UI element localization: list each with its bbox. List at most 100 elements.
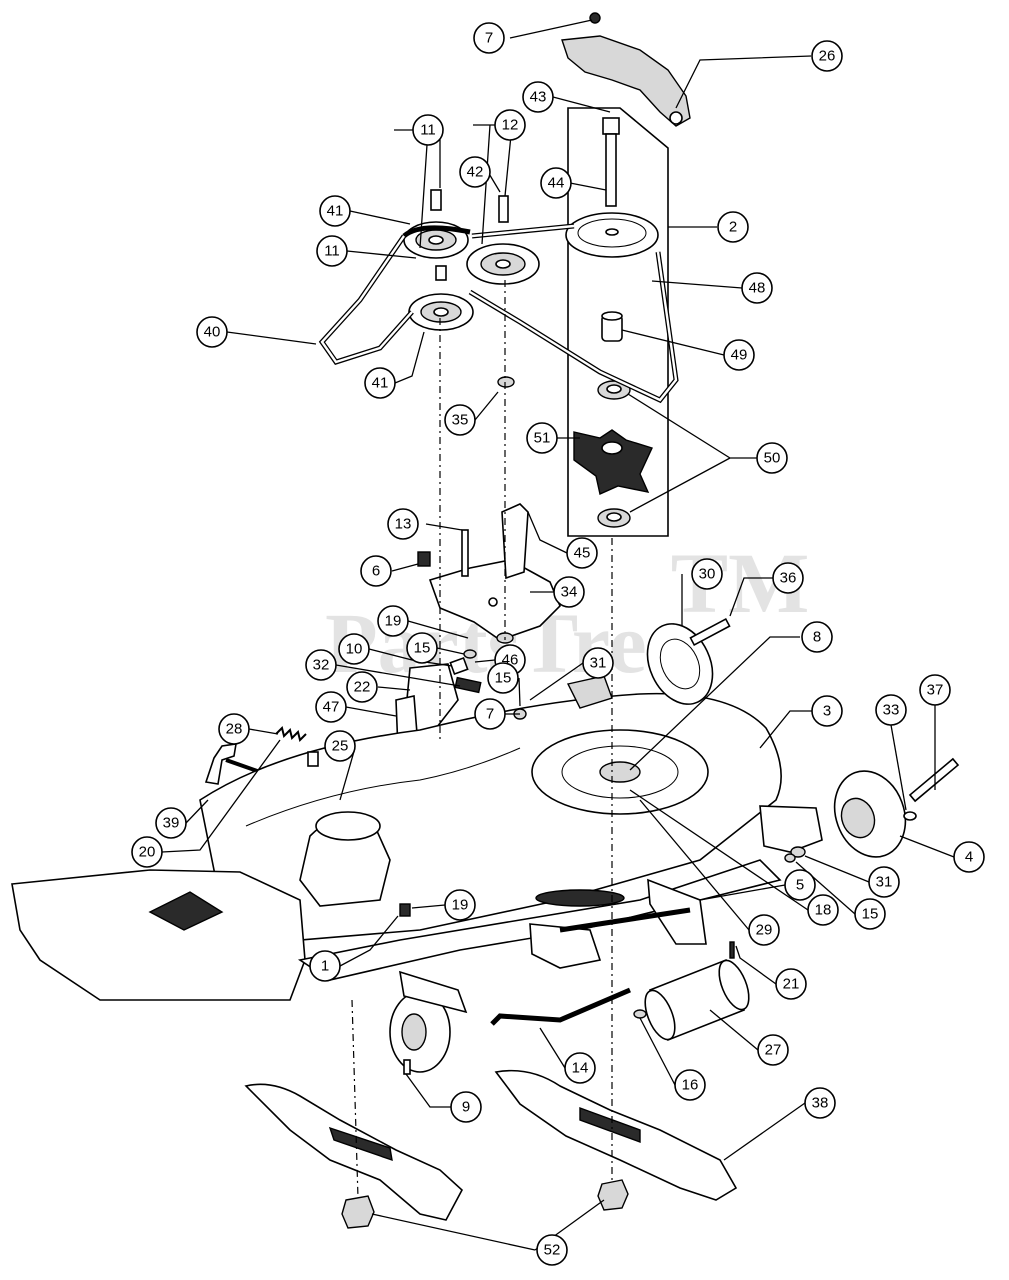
callout-45: 45 xyxy=(566,537,598,569)
svg-text:18: 18 xyxy=(815,902,832,919)
callout-5: 5 xyxy=(784,869,816,901)
svg-text:26: 26 xyxy=(819,48,836,65)
callout-40: 40 xyxy=(196,316,228,348)
blade-adapter-left xyxy=(341,1195,375,1229)
callout-3: 3 xyxy=(811,695,843,727)
svg-text:15: 15 xyxy=(495,670,512,687)
callout-7: 7 xyxy=(474,698,506,730)
svg-text:25: 25 xyxy=(332,738,349,755)
callout-49: 49 xyxy=(723,339,755,371)
svg-text:3: 3 xyxy=(823,703,831,720)
callout-38: 38 xyxy=(804,1087,836,1119)
svg-text:21: 21 xyxy=(783,976,800,993)
svg-text:45: 45 xyxy=(574,545,591,562)
svg-text:12: 12 xyxy=(502,117,519,134)
callout-21: 21 xyxy=(775,968,807,1000)
callout-41: 41 xyxy=(319,195,351,227)
svg-text:10: 10 xyxy=(346,641,363,658)
blade-left xyxy=(244,1083,463,1221)
callout-19: 19 xyxy=(444,889,476,921)
callout-16: 16 xyxy=(674,1069,706,1101)
svg-text:28: 28 xyxy=(226,721,243,738)
callout-11: 11 xyxy=(316,235,348,267)
callout-51: 51 xyxy=(526,422,558,454)
svg-text:30: 30 xyxy=(699,566,716,583)
callout-42: 42 xyxy=(459,156,491,188)
callout-43: 43 xyxy=(522,81,554,113)
callout-47: 47 xyxy=(315,691,347,723)
callout-2: 2 xyxy=(717,211,749,243)
svg-text:29: 29 xyxy=(756,922,773,939)
callout-4: 4 xyxy=(953,841,985,873)
belt-cover xyxy=(561,35,691,127)
callout-30: 30 xyxy=(691,558,723,590)
callout-28: 28 xyxy=(218,713,250,745)
spindle-housing xyxy=(573,429,653,495)
callout-22: 22 xyxy=(346,671,378,703)
svg-text:50: 50 xyxy=(764,450,781,467)
svg-text:15: 15 xyxy=(862,906,879,923)
spring xyxy=(275,726,307,742)
svg-text:41: 41 xyxy=(327,203,344,220)
svg-text:7: 7 xyxy=(485,30,493,47)
svg-text:13: 13 xyxy=(395,516,412,533)
svg-text:4: 4 xyxy=(965,849,973,866)
svg-text:16: 16 xyxy=(682,1077,699,1094)
leader-lines xyxy=(161,19,955,1251)
svg-text:1: 1 xyxy=(321,958,329,975)
callout-31: 31 xyxy=(868,866,900,898)
callout-32: 32 xyxy=(305,649,337,681)
svg-text:7: 7 xyxy=(486,706,494,723)
callout-10: 10 xyxy=(338,633,370,665)
svg-text:2: 2 xyxy=(729,219,737,236)
blade-right xyxy=(494,1069,738,1201)
svg-text:39: 39 xyxy=(163,815,180,832)
svg-text:37: 37 xyxy=(927,682,944,699)
callout-37: 37 xyxy=(919,674,951,706)
callout-41: 41 xyxy=(364,367,396,399)
callout-35: 35 xyxy=(444,404,476,436)
callout-44: 44 xyxy=(540,167,572,199)
callout-18: 18 xyxy=(807,894,839,926)
svg-text:35: 35 xyxy=(452,412,469,429)
svg-text:27: 27 xyxy=(765,1042,782,1059)
callout-34: 34 xyxy=(553,576,585,608)
callout-11: 11 xyxy=(412,114,444,146)
parts-artwork xyxy=(11,12,960,1229)
svg-text:8: 8 xyxy=(813,629,821,646)
svg-text:40: 40 xyxy=(204,324,221,341)
callout-27: 27 xyxy=(757,1034,789,1066)
callout-6: 6 xyxy=(360,555,392,587)
callout-14: 14 xyxy=(564,1052,596,1084)
callout-19: 19 xyxy=(377,605,409,637)
svg-text:43: 43 xyxy=(530,89,547,106)
svg-text:48: 48 xyxy=(749,280,766,297)
callout-15: 15 xyxy=(854,898,886,930)
svg-text:5: 5 xyxy=(796,877,804,894)
callout-15: 15 xyxy=(487,662,519,694)
svg-text:49: 49 xyxy=(731,347,748,364)
callout-29: 29 xyxy=(748,914,780,946)
callout-31: 31 xyxy=(582,647,614,679)
callout-7: 7 xyxy=(473,22,505,54)
svg-text:31: 31 xyxy=(876,874,893,891)
svg-text:51: 51 xyxy=(534,430,551,447)
svg-text:9: 9 xyxy=(462,1099,470,1116)
svg-text:20: 20 xyxy=(139,844,156,861)
callout-9: 9 xyxy=(450,1091,482,1123)
svg-text:38: 38 xyxy=(812,1095,829,1112)
callout-50: 50 xyxy=(756,442,788,474)
svg-text:15: 15 xyxy=(414,640,431,657)
blade-adapter-right xyxy=(597,1179,629,1211)
callout-12: 12 xyxy=(494,109,526,141)
callout-39: 39 xyxy=(155,807,187,839)
callout-33: 33 xyxy=(875,694,907,726)
svg-text:19: 19 xyxy=(385,613,402,630)
svg-text:47: 47 xyxy=(323,699,340,716)
callout-25: 25 xyxy=(324,730,356,762)
svg-text:44: 44 xyxy=(548,175,565,192)
callout-48: 48 xyxy=(741,272,773,304)
callout-1: 1 xyxy=(309,950,341,982)
callout-36: 36 xyxy=(772,562,804,594)
